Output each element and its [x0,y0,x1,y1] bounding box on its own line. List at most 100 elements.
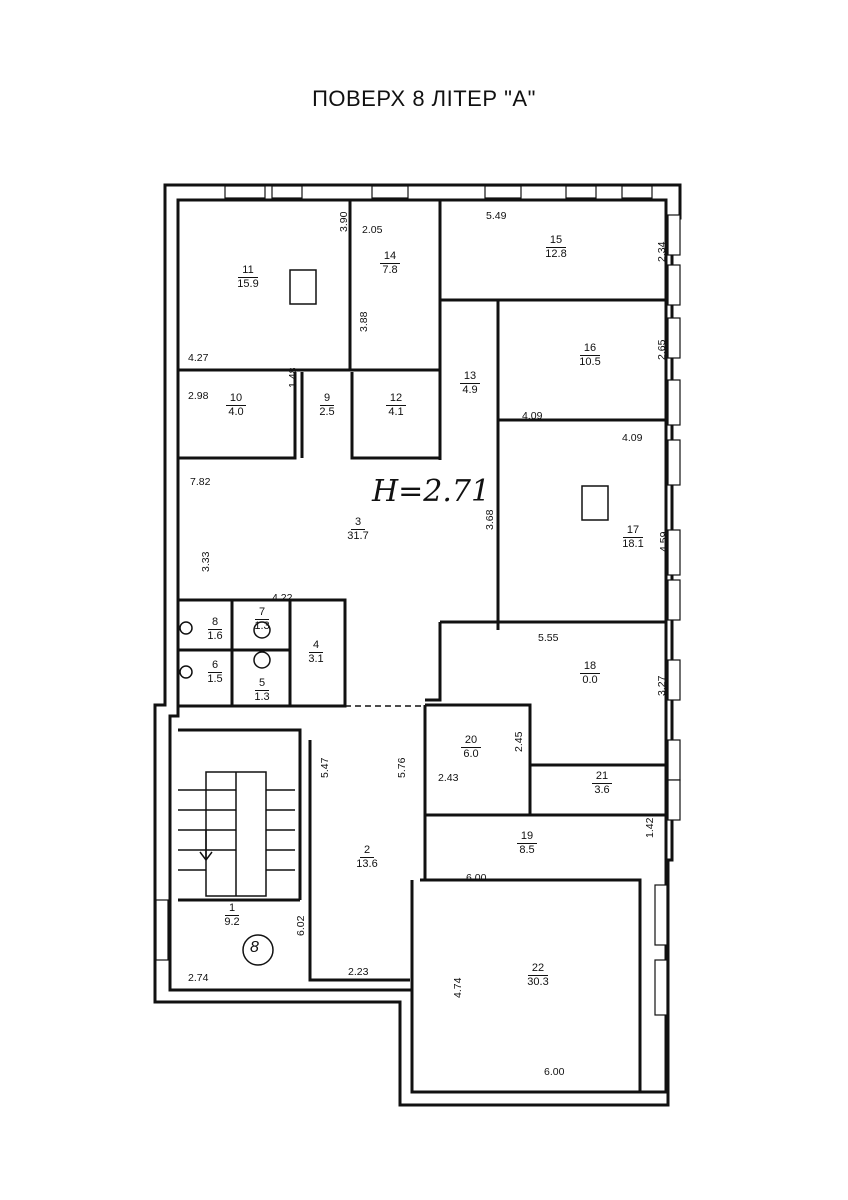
room-number: 20 [460,734,482,748]
dimension-label: 5.49 [486,210,507,222]
room-area: 0.0 [582,674,598,686]
room-number: 2 [359,844,375,858]
dimension-label: 2.34 [656,241,668,262]
room-area: 4.0 [228,406,244,418]
room-number: 8 [207,616,223,630]
room-number: 4 [308,639,324,653]
room-area: 1.6 [207,630,223,642]
room-number: 7 [254,606,270,620]
staircase [178,771,295,897]
dimension-label: 1.42 [644,817,656,838]
dimension-label: 4.09 [622,432,643,444]
room-area: 2.5 [319,406,335,418]
dimension-label: 2.43 [438,772,459,784]
room-area: 1.5 [207,673,223,685]
dimension-label: 2.05 [362,224,383,236]
room-area: 3.6 [594,784,610,796]
room-number: 9 [319,392,335,406]
dimension-label: 2.23 [348,966,369,978]
dimension-label: 2.74 [188,972,209,984]
room-number: 1 [224,902,240,916]
outer-walls [153,183,682,1107]
dimension-label: 4.74 [452,977,464,998]
toilet-fixtures [179,621,271,679]
room-area: 18.1 [622,538,644,550]
dimension-label: 4.27 [188,352,209,364]
dimension-label: 6.00 [544,1066,565,1078]
room-number: 6 [207,659,223,673]
dimension-label: 5.76 [396,757,408,778]
room-area: 1.3 [254,620,270,632]
room-number: 14 [379,250,401,264]
room-area: 8.5 [519,844,535,856]
dimension-label: 4.59 [658,531,670,552]
stamp-label: 8 [250,939,259,956]
stamp-icon [242,934,274,966]
dimension-label: 5.55 [538,632,559,644]
room-area: 4.1 [388,406,404,418]
dimension-label: 1.48 [287,367,299,388]
room-number: 22 [527,962,549,976]
dimension-label: 3.33 [200,551,212,572]
room-area: 6.0 [463,748,479,760]
dimension-label: 2.65 [656,339,668,360]
dimension-label: 2.45 [513,731,525,752]
room-area: 15.9 [237,278,259,290]
room-number: 3 [350,516,366,530]
dimension-label: 4.22 [272,592,293,604]
room-area: 9.2 [224,916,240,928]
dimension-label: 7.82 [190,476,211,488]
room-number: 15 [545,234,567,248]
room-area: 10.5 [579,356,601,368]
windows [155,185,681,1016]
room-number: 19 [516,830,538,844]
room-area: 3.1 [308,653,324,665]
dimension-label: 6.02 [295,915,307,936]
room-number: 10 [225,392,247,406]
dimension-label: 6.00 [466,872,487,884]
room-area: 4.9 [462,384,478,396]
dimension-label: 4.09 [522,410,543,422]
dimension-label: 3.88 [358,311,370,332]
dimension-label: 3.27 [656,675,668,696]
room-number: 21 [591,770,613,784]
room-area: 1.3 [254,691,270,703]
room-number: 18 [579,660,601,674]
plan-title: ПОВЕРХ 8 ЛІТЕР "А" [312,86,536,111]
room-area: 31.7 [347,530,369,542]
dimension-label: 3.90 [338,211,350,232]
interior-walls [176,200,666,1092]
room-number: 17 [622,524,644,538]
dimension-label: 3.68 [484,509,496,530]
room-number: 5 [254,677,270,691]
room-area: 7.8 [382,264,398,276]
room-number: 12 [385,392,407,406]
height-note: H=2.71 [372,474,491,509]
room-number: 13 [459,370,481,384]
dimension-label: 5.47 [319,757,331,778]
room-area: 12.8 [545,248,567,260]
room-number: 11 [238,264,258,278]
room-area: 30.3 [527,976,549,988]
